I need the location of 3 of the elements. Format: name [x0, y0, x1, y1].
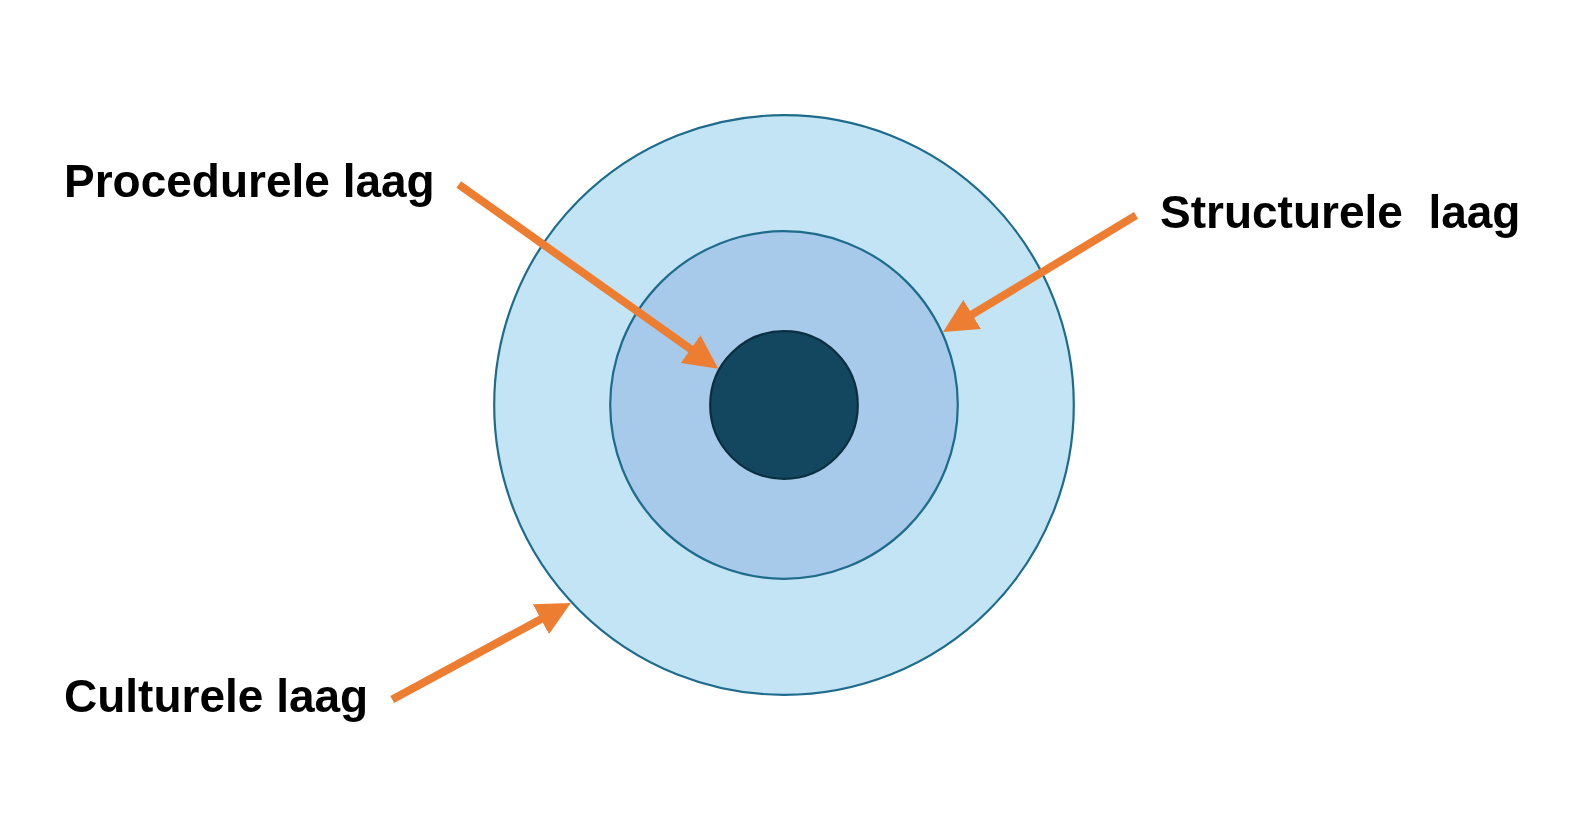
layer-label: Procedurele laag [64, 155, 435, 208]
layer-label: Structurele laag [1160, 186, 1521, 239]
layer-label: Culturele laag [64, 670, 369, 723]
